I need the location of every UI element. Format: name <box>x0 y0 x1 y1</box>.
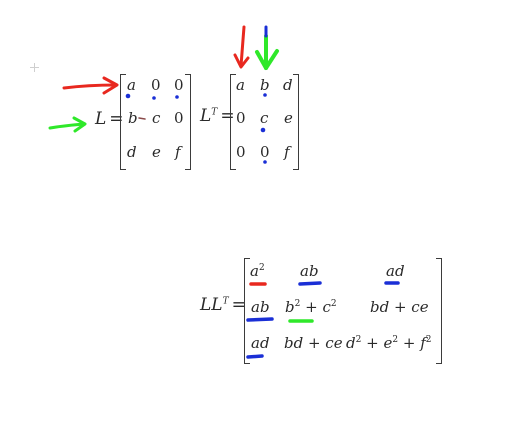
matrix-l-cell-r2c2: c <box>152 109 161 127</box>
product-cell-r1c2: ab <box>300 262 319 280</box>
matrix-l-left-bracket <box>120 74 126 170</box>
matrix-l-label: L= <box>95 109 124 129</box>
product-left-bracket <box>244 258 250 364</box>
matrix-lt-left-bracket <box>230 74 236 170</box>
green-arrow-down-icon <box>255 34 279 70</box>
product-cell-r2c1: ab <box>251 298 270 316</box>
green-arrow-right-icon <box>48 116 87 133</box>
matrix-l-cell-r1c2: 0 <box>151 76 161 94</box>
matrix-lt-cell-r3c3: f <box>284 143 290 161</box>
blue-dots-row1-l <box>125 93 179 100</box>
red-arrow-down-icon <box>233 25 250 69</box>
matrix-l-right-bracket <box>185 74 191 170</box>
matrix-lt-label: LT= <box>200 106 235 126</box>
product-cell-r1c3: ad <box>386 262 405 280</box>
matrix-lt-cell-r2c1: 0 <box>236 109 246 127</box>
matrix-lt-cell-r3c1: 0 <box>236 143 246 161</box>
blue-underline-r2c1 <box>246 317 274 322</box>
matrix-l-cell-r2c3: 0 <box>174 109 184 127</box>
matrix-lt-cell-r2c2: c <box>260 109 269 127</box>
blue-underline-r3c1 <box>246 354 264 359</box>
product-cell-r2c2: b2 + c2 <box>285 298 337 316</box>
matrix-lt-cell-r1c3: d <box>283 76 293 94</box>
product-cell-r3c1: ad <box>251 334 270 352</box>
matrix-l-cell-r3c3: f <box>175 143 181 161</box>
red-dash-mark <box>138 117 146 120</box>
matrix-lt-cell-r3c2: 0 <box>260 143 270 161</box>
product-cell-r3c2: bd + ce <box>284 334 343 352</box>
product-cell-r1c1: a2 <box>250 262 265 280</box>
matrix-lt-cell-r1c2: b <box>260 76 270 94</box>
matrix-lt-right-bracket <box>293 74 299 170</box>
matrix-l-cell-r1c3: 0 <box>174 76 184 94</box>
red-arrow-right-icon <box>62 76 119 95</box>
product-cell-r3c3: d2 + e2 + f2 <box>346 334 432 352</box>
product-right-bracket <box>436 258 442 364</box>
matrix-lt-cell-r1c1: a <box>236 76 245 94</box>
matrix-l-cell-r1c1: a <box>127 76 136 94</box>
matrix-l-cell-r3c1: d <box>127 143 137 161</box>
matrix-l-cell-r3c2: e <box>152 143 161 161</box>
cursor-crosshair-v <box>34 63 35 72</box>
blue-dots-col2-lt <box>260 93 267 164</box>
matrix-lt-cell-r2c3: e <box>284 109 293 127</box>
blue-underline-r1c2 <box>298 281 322 286</box>
matrix-l-cell-r2c1: b <box>128 109 138 127</box>
product-label: LLT= <box>200 295 246 315</box>
product-cell-r2c3: bd + ce <box>370 298 429 316</box>
